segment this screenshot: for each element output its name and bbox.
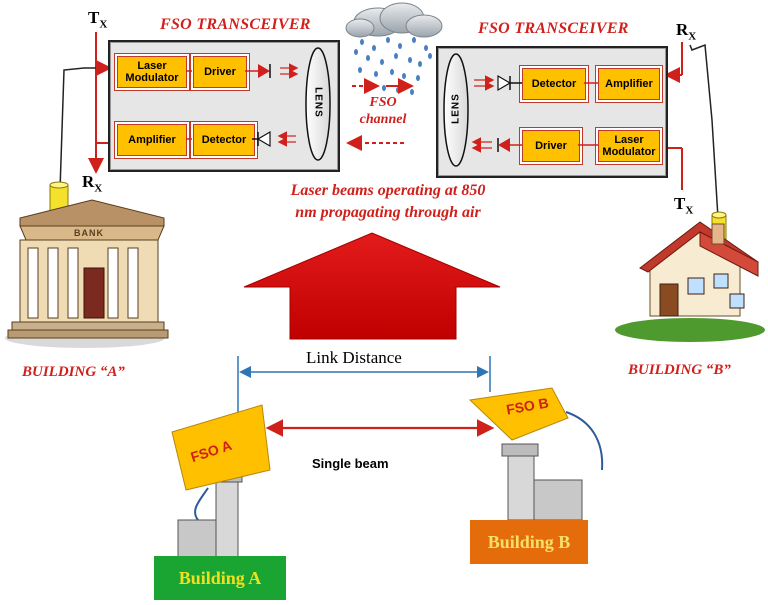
raindrop [412,37,416,43]
single-beam-label: Single beam [312,456,389,471]
raindrop [402,73,406,79]
raindrop [360,39,364,45]
right-detector-block: Detector [522,68,586,100]
building-b-caption: BUILDING “B” [628,362,731,378]
rain-cloud [345,2,443,95]
raindrop [358,67,362,73]
raindrop [408,57,412,63]
laser-beam-caption: Laser beams operating at 850 nm propagat… [268,180,508,224]
left-amplifier-block: Amplifier [117,124,187,156]
left-tx-label: TX [88,8,108,31]
building-a-box: Building A [154,556,286,600]
right-laser-modulator-block: Laser Modulator [598,130,660,162]
left-driver-block: Driver [193,56,247,88]
right-driver-block: Driver [522,130,580,162]
raindrop [366,55,370,61]
raindrop [398,43,402,49]
link-distance-label: Link Distance [304,348,404,368]
bank-building-illustration [5,199,169,348]
fso-channel-line2: channel [359,112,407,127]
fso-b-unit [468,387,604,521]
right-tx-label: TX [674,194,694,217]
fso-channel-label: FSO channel [348,94,418,128]
raindrop [394,53,398,59]
raindrop [418,61,422,67]
building-b-box: Building B [470,520,588,564]
laser-beam-caption-line1: Laser beams operating at 850 [290,182,486,199]
fso-a-unit [171,404,271,561]
right-transceiver-title: FSO TRANSCEIVER [478,20,629,37]
fso-channel-line1: FSO [369,95,397,110]
raindrop [374,71,378,77]
raindrop [382,85,386,91]
raindrop [424,45,428,51]
raindrop [372,45,376,51]
laser-beam-caption-line2: nm propagating through air [295,204,481,221]
upward-red-arrow [243,232,501,340]
right-lens-label: LENS [450,93,462,124]
left-transceiver-title: FSO TRANSCEIVER [160,16,311,33]
building-a-caption: BUILDING “A” [22,364,125,380]
link-distance-indicator [237,356,491,416]
right-amplifier-block: Amplifier [598,68,660,100]
raindrop [386,37,390,43]
raindrop [428,53,432,59]
right-rx-label: RX [676,20,697,43]
house-building-illustration [615,221,765,342]
raindrop [354,49,358,55]
channel-arrows [346,78,414,151]
raindrop [380,59,384,65]
bank-sign: BANK [74,228,104,238]
raindrop [390,69,394,75]
left-laser-modulator-block: Laser Modulator [117,56,187,88]
raindrop [416,75,420,81]
left-rx-label: RX [82,172,103,195]
left-detector-block: Detector [193,124,255,156]
